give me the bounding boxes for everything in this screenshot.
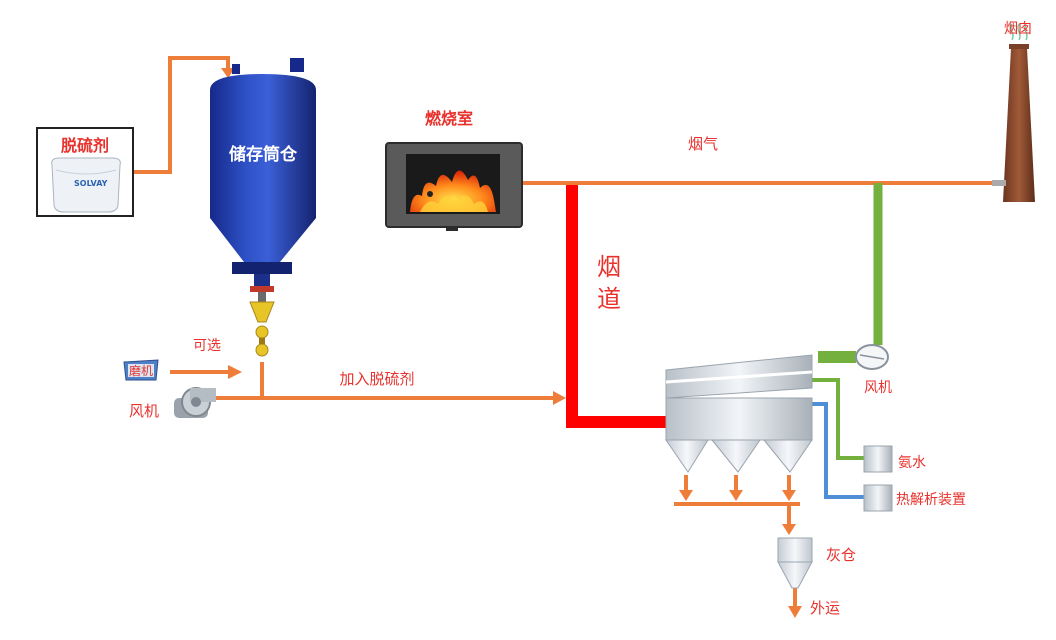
pipe-bag-to-silo — [133, 56, 230, 174]
hopper-arrowheads — [679, 490, 802, 618]
fan-icon — [174, 387, 216, 418]
desulfurizer-label: 脱硫剂 — [61, 136, 109, 155]
arrow-add-desulfurizer — [553, 391, 566, 405]
silo-label: 储存筒仓 — [229, 144, 298, 165]
mill-label: 磨机 — [129, 364, 153, 378]
furnace-icon — [385, 142, 523, 231]
ammonia-label: 氨水 — [898, 455, 926, 471]
desulfurizer-box: SOLVAY 脱硫剂 — [36, 127, 134, 217]
pipe-ammonia — [808, 378, 864, 460]
ash-silo-icon — [777, 537, 813, 589]
fan-right-icon — [855, 344, 889, 370]
combustion-chamber-label: 燃烧室 — [425, 109, 473, 128]
red-flue-duct — [566, 185, 668, 428]
fan-right-label: 风机 — [864, 380, 892, 396]
mill-icon — [123, 359, 159, 381]
flue-gas-label: 烟气 — [688, 135, 718, 153]
filter-icon — [665, 354, 813, 473]
ammonia-tank-icon — [863, 445, 893, 473]
ash-silo-label: 灰仓 — [826, 546, 856, 564]
flue-duct-label-2: 道 — [597, 285, 621, 313]
chimney-label: 烟囱 — [1004, 21, 1032, 37]
optional-label: 可选 — [193, 338, 221, 354]
transport-out-label: 外运 — [810, 599, 840, 617]
fan-left-label: 风机 — [129, 402, 159, 420]
bag-brand-label: SOLVAY — [74, 179, 108, 188]
silo-icon — [210, 58, 316, 357]
flue-duct-label-1: 烟 — [597, 253, 621, 281]
green-connector — [818, 351, 856, 363]
pyrolysis-label: 热解析装置 — [896, 492, 966, 508]
pyrolysis-device-icon — [863, 484, 893, 512]
pipe-pyrolysis — [808, 402, 864, 499]
chimney-icon — [992, 23, 1035, 202]
add-desulfurizer-label: 加入脱硫剂 — [339, 370, 414, 388]
arrow-optional — [228, 365, 242, 379]
arrow-into-silo — [221, 68, 235, 78]
bag-icon — [51, 157, 121, 213]
